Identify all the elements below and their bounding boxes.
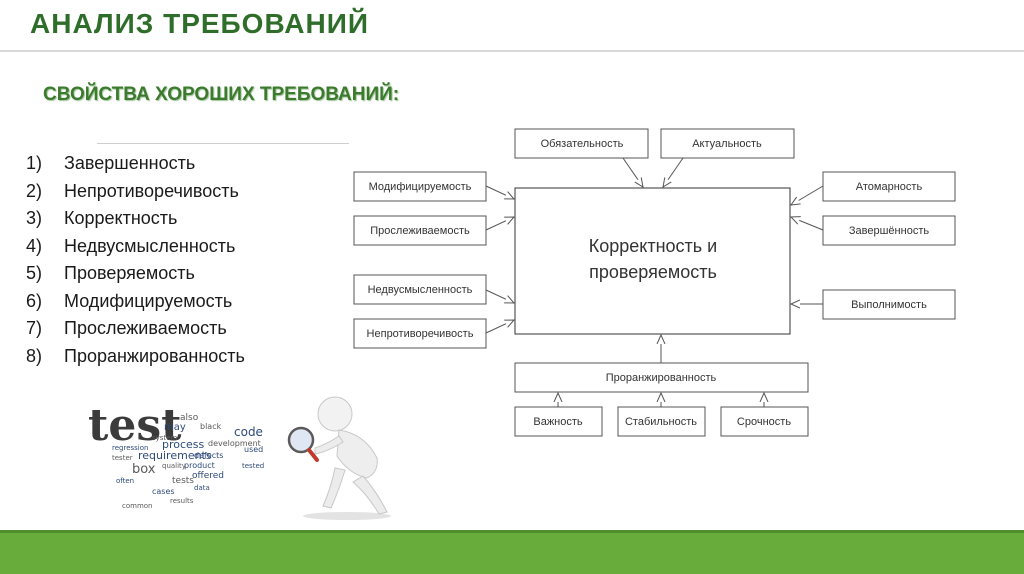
- list-item: 1) Завершенность: [26, 150, 245, 178]
- arrow: [485, 217, 514, 231]
- list-text: Непротиворечивость: [64, 180, 239, 201]
- list-number: 7): [26, 318, 43, 338]
- wordcloud-word: cases: [152, 487, 175, 496]
- wordcloud-image: test may code also process requirements …: [88, 400, 264, 510]
- box-importance: [514, 406, 603, 437]
- label-completeness: Завершённость: [849, 225, 929, 237]
- arrow: [622, 157, 643, 187]
- label-traceability: Прослеживаемость: [370, 225, 470, 237]
- box-consistency: [353, 318, 487, 349]
- box-atomicity: [822, 171, 956, 202]
- wordcloud-word: box: [132, 462, 156, 477]
- wordcloud-word: may: [164, 422, 186, 433]
- list-item: 5) Проверяемость: [26, 260, 245, 288]
- arrow: [663, 157, 684, 187]
- list-number: 4): [26, 235, 43, 256]
- list-number: 3): [26, 208, 43, 228]
- box-traceability: [353, 215, 487, 246]
- footer-bar: [0, 533, 1024, 574]
- wordcloud-word: code: [234, 425, 263, 439]
- label-urgency: Срочность: [737, 416, 791, 428]
- box-stability: [617, 406, 706, 437]
- list-item: 2) Непротиворечивость: [26, 178, 245, 206]
- arrow: [485, 320, 514, 334]
- wordcloud-word: defects: [194, 451, 223, 460]
- label-consistency: Непротиворечивость: [367, 328, 474, 340]
- slide-title: АНАЛИЗ ТРЕБОВАНИЙ: [30, 8, 369, 39]
- label-atomicity: Атомарность: [856, 181, 923, 193]
- label-ranking: Проранжированность: [606, 372, 717, 384]
- wordcloud-word: common: [122, 502, 153, 510]
- wordcloud-word: used: [244, 445, 263, 454]
- box-completeness: [822, 215, 956, 246]
- label-importance: Важность: [533, 416, 583, 428]
- wordcloud-word: requirements: [138, 449, 212, 462]
- wordcloud-big: test: [88, 400, 182, 451]
- list-item: 7) Прослеживаемость: [26, 315, 245, 343]
- box-actuality: [660, 128, 795, 159]
- box-ranking: [514, 362, 809, 393]
- list-item: 4) Недвусмысленность: [26, 233, 245, 261]
- arrow: [485, 185, 514, 199]
- list-text: Проранжированность: [64, 345, 245, 366]
- label-stability: Стабильность: [625, 416, 697, 428]
- properties-list: 1) Завершенность 2) Непротиворечивость 3) К…: [26, 150, 245, 370]
- list-item: 8) Проранжированность: [26, 343, 245, 371]
- title-divider: [0, 50, 1024, 52]
- list-text: Модифицируемость: [64, 290, 233, 311]
- center-label-line1: Корректность и: [589, 236, 717, 256]
- wordcloud-word: tests: [172, 476, 194, 486]
- wordcloud-word: data: [194, 484, 210, 492]
- slide-subtitle: СВОЙСТВА ХОРОШИХ ТРЕБОВАНИЙ:: [43, 84, 400, 105]
- list-number: 1): [26, 153, 43, 173]
- label-obligatory: Обязательность: [541, 138, 624, 150]
- footer-stripe: [0, 530, 1024, 534]
- label-modifiability: Модифицируемость: [369, 181, 472, 193]
- box-urgency: [720, 406, 809, 437]
- wordcloud-word: also: [180, 413, 199, 423]
- box-modifiability: [353, 171, 487, 202]
- wordcloud-word: development: [208, 439, 261, 448]
- illustration: test may code also process requirements …: [82, 388, 402, 523]
- list-item: 6) Модифицируемость: [26, 288, 245, 316]
- list-item: 3) Корректность: [26, 205, 245, 233]
- label-feasibility: Выполнимость: [851, 299, 927, 311]
- wordcloud-word: process: [162, 438, 205, 451]
- arrow: [791, 185, 824, 205]
- arrow: [485, 289, 514, 303]
- box-obligatory: [514, 128, 649, 159]
- center-label-line2: проверяемость: [589, 262, 717, 282]
- magnifying-glass-figure-icon: [287, 396, 391, 520]
- requirements-diagram: Корректность и проверяемость Обязательно…: [353, 128, 956, 437]
- list-text: Проверяемость: [64, 263, 195, 283]
- center-box: [514, 187, 791, 335]
- wordcloud-word: tested: [242, 462, 264, 470]
- subtitle-divider: [97, 143, 349, 144]
- wordcloud-word: quality: [162, 462, 186, 470]
- list-text: Прослеживаемость: [64, 318, 227, 338]
- wordcloud-word: black: [200, 422, 222, 431]
- box-unambiguity: [353, 274, 487, 305]
- list-text: Корректность: [64, 208, 178, 228]
- wordcloud-word: results: [170, 497, 194, 505]
- wordcloud-word: regression: [112, 444, 148, 452]
- list-text: Недвусмысленность: [64, 235, 236, 256]
- list-number: 2): [26, 180, 43, 201]
- list-number: 8): [26, 345, 43, 366]
- arrow: [791, 217, 824, 231]
- label-actuality: Актуальность: [692, 138, 762, 150]
- list-number: 5): [26, 263, 43, 283]
- wordcloud-word: offered: [192, 471, 224, 481]
- wordcloud-word: product: [184, 461, 215, 470]
- wordcloud-word: often: [116, 477, 134, 485]
- wordcloud-word: tester: [112, 454, 133, 462]
- wordcloud-word: system: [152, 434, 177, 442]
- label-unambiguity: Недвусмысленность: [368, 284, 473, 296]
- list-text: Завершенность: [64, 153, 196, 173]
- list-number: 6): [26, 290, 43, 311]
